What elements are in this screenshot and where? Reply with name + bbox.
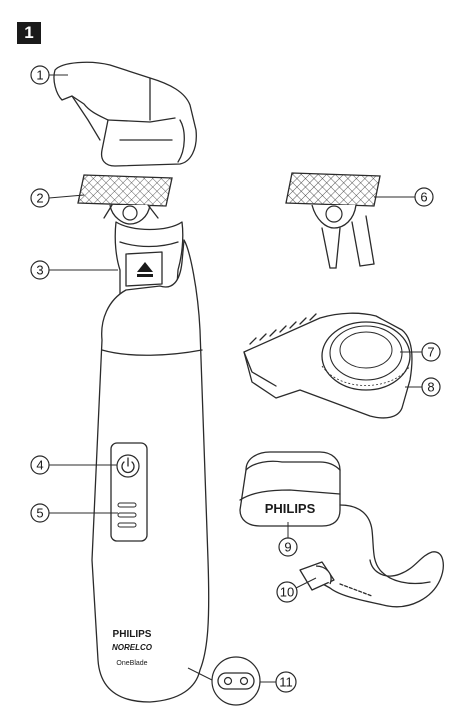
charging-socket: [187, 656, 261, 706]
svg-text:7: 7: [427, 345, 434, 360]
callout-1: 1: [30, 65, 50, 85]
figure-number: 1: [17, 22, 41, 44]
handle: PHILIPS NORELCO OneBlade: [91, 221, 210, 703]
handle-brand: PHILIPS: [113, 629, 152, 640]
skin-guard-cap: [53, 61, 197, 167]
svg-text:9: 9: [284, 540, 291, 555]
callout-8: 8: [421, 377, 441, 397]
svg-text:6: 6: [420, 190, 427, 205]
handle-model: OneBlade: [116, 660, 147, 667]
callout-9: 9: [278, 537, 298, 557]
spare-blade: [285, 172, 381, 269]
adapter-brand: PHILIPS: [265, 501, 316, 516]
callout-5: 5: [30, 503, 50, 523]
comb: [243, 312, 413, 419]
callout-4: 4: [30, 455, 50, 475]
leader-lines: [48, 74, 422, 683]
handle-sub-brand: NORELCO: [112, 643, 153, 652]
callout-2: 2: [30, 188, 50, 208]
svg-text:2: 2: [36, 191, 43, 206]
blade: [77, 174, 173, 225]
callout-6: 6: [414, 187, 434, 207]
svg-text:4: 4: [36, 458, 43, 473]
callout-7: 7: [421, 342, 441, 362]
callout-10: 10: [276, 581, 298, 603]
svg-text:5: 5: [36, 506, 43, 521]
svg-text:11: 11: [279, 675, 293, 690]
svg-text:8: 8: [427, 380, 434, 395]
callout-11: 11: [275, 671, 297, 693]
callout-3: 3: [30, 260, 50, 280]
svg-text:10: 10: [280, 585, 294, 600]
power-adapter: PHILIPS: [239, 451, 444, 608]
svg-text:3: 3: [36, 263, 43, 278]
svg-text:1: 1: [36, 68, 43, 83]
